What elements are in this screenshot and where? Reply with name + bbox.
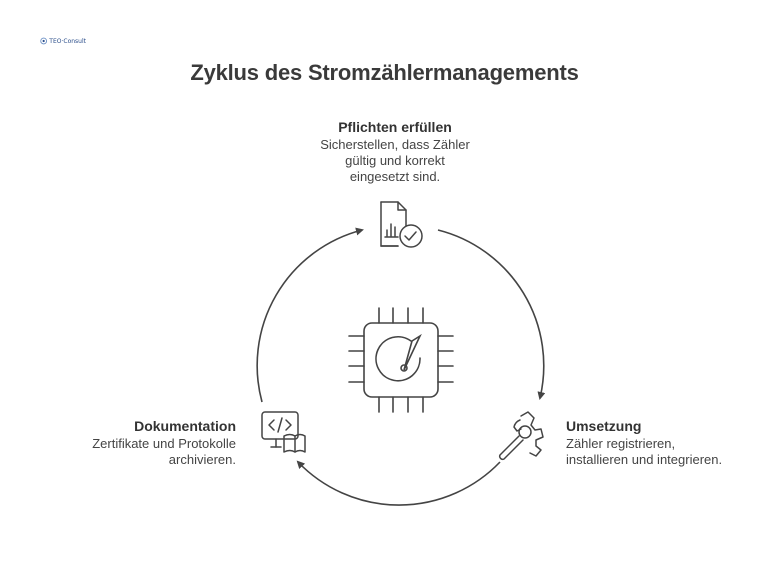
stage-pflichten-line1: Sicherstellen, dass Zähler [320,137,470,152]
cycle-arc-dokumentation-to-pflichten [256,227,364,403]
stage-umsetzung-line2: installieren und integrieren. [566,452,723,467]
wrench-gear-icon [498,411,544,461]
code-book-icon [261,411,306,453]
stage-umsetzung: Umsetzung Zähler registrieren, installie… [566,418,756,468]
logo-text: TEO·Consult [49,37,86,45]
stage-umsetzung-line1: Zähler registrieren, [566,436,676,451]
cycle-arc-umsetzung-to-dokumentation [296,460,501,506]
stage-umsetzung-heading: Umsetzung [566,418,642,434]
chip-gauge-icon [348,307,454,413]
stage-pflichten: Pflichten erfüllen Sicherstellen, dass Z… [300,119,490,185]
stage-pflichten-line2: gültig und korrekt [345,153,445,168]
logo: TEO·Consult [40,34,86,48]
page-title: Zyklus des Stromzählermanagements [190,60,579,85]
stage-pflichten-line3: eingesetzt sind. [349,169,441,184]
stage-dokumentation-line2: archivieren. [168,452,236,467]
document-check-icon [380,201,423,248]
stage-pflichten-heading: Pflichten erfüllen [338,119,452,135]
logo-icon [40,37,48,45]
stage-dokumentation: Dokumentation Zertifikate und Protokolle… [40,418,236,468]
stage-dokumentation-heading: Dokumentation [134,418,236,434]
stage-dokumentation-line1: Zertifikate und Protokolle [92,436,236,451]
cycle-arc-pflichten-to-umsetzung [437,229,546,400]
